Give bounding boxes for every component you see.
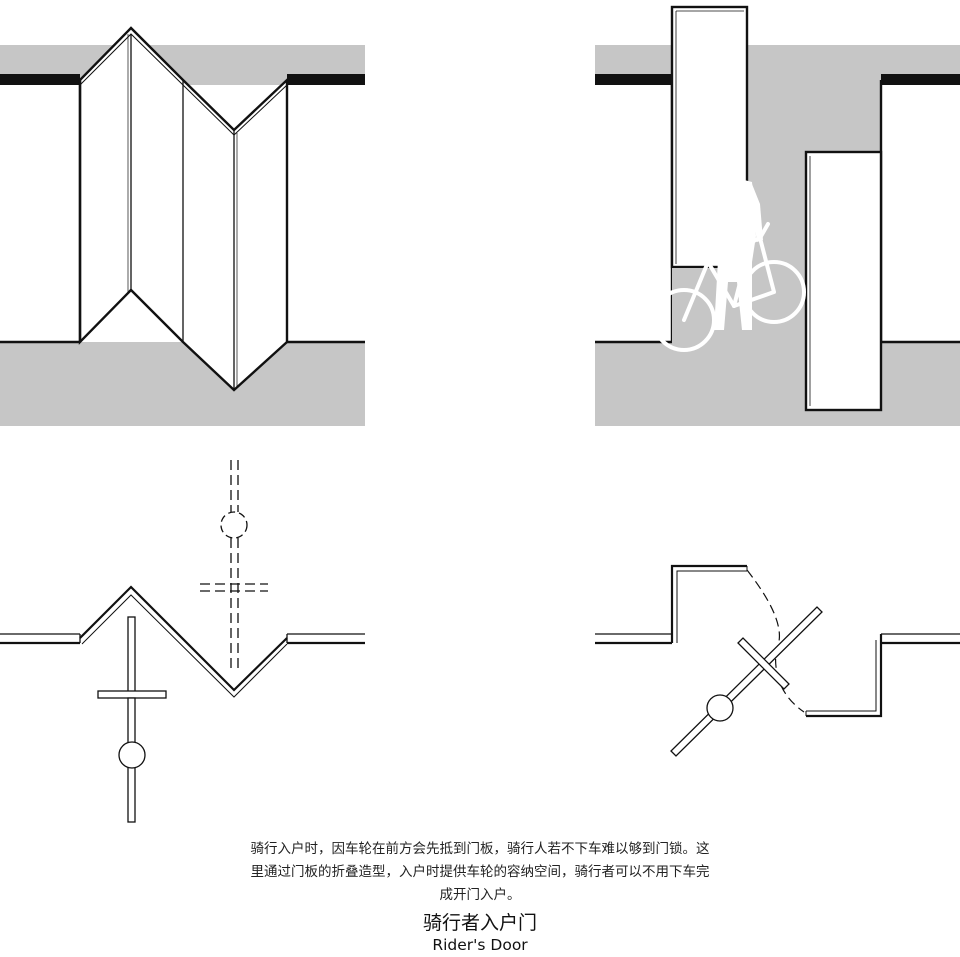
folded-door-plan-inner xyxy=(81,594,288,698)
description-text: 骑行入户时，因车轮在前方会先抵到门板，骑行人若不下车难以够到门锁。这里通过门板的… xyxy=(250,841,710,903)
rider-neck xyxy=(728,175,738,183)
rider-head xyxy=(118,741,146,769)
left-wall-slab xyxy=(595,74,672,85)
rider-left-arm xyxy=(701,184,712,246)
rear-wheel xyxy=(742,260,806,324)
folded-door-plan-outer xyxy=(79,585,288,692)
bike-handlebar xyxy=(737,637,790,690)
folded-door-elevation xyxy=(0,26,365,426)
bike-fork-top xyxy=(758,222,770,240)
rider-silhouette xyxy=(701,156,763,330)
bike-body xyxy=(670,606,823,757)
left-wall-slab xyxy=(0,74,80,85)
rider-head xyxy=(706,694,734,722)
title-english: Rider's Door xyxy=(432,936,528,954)
rider-torso xyxy=(712,179,756,262)
right-wall-slab xyxy=(287,74,365,85)
bicycle-dashed-inside xyxy=(200,460,268,668)
bicycle-solid-outside xyxy=(97,616,167,823)
front-wheel xyxy=(652,288,716,352)
title-chinese: 骑行者入户门 xyxy=(422,912,537,934)
lower-floor-band xyxy=(0,342,365,426)
bicycle-diagonal xyxy=(670,606,823,757)
right-door-leaf-inner xyxy=(806,640,877,712)
rider-head-dashed xyxy=(220,511,248,539)
door-swing-arc xyxy=(746,569,805,713)
bike-handlebar xyxy=(97,690,167,699)
bike-handlebar xyxy=(700,250,718,258)
bike-seat-tube xyxy=(732,234,754,308)
folded-door-plan xyxy=(0,460,365,823)
bike-frame xyxy=(682,236,776,322)
left-door-leaf-inner xyxy=(676,570,747,643)
rider-right-arm xyxy=(752,184,763,242)
open-door-elevation xyxy=(595,5,960,426)
right-door-leaf xyxy=(806,634,883,718)
lower-floor-band xyxy=(595,342,960,426)
right-wall-slab xyxy=(881,74,960,85)
left-door-leaf xyxy=(670,564,747,643)
bicycle xyxy=(652,222,806,352)
bike-front-wheel xyxy=(127,616,136,693)
rider-head xyxy=(722,156,744,178)
sliding-door-leaf-right xyxy=(804,150,883,412)
swing-door-plan xyxy=(595,564,960,757)
